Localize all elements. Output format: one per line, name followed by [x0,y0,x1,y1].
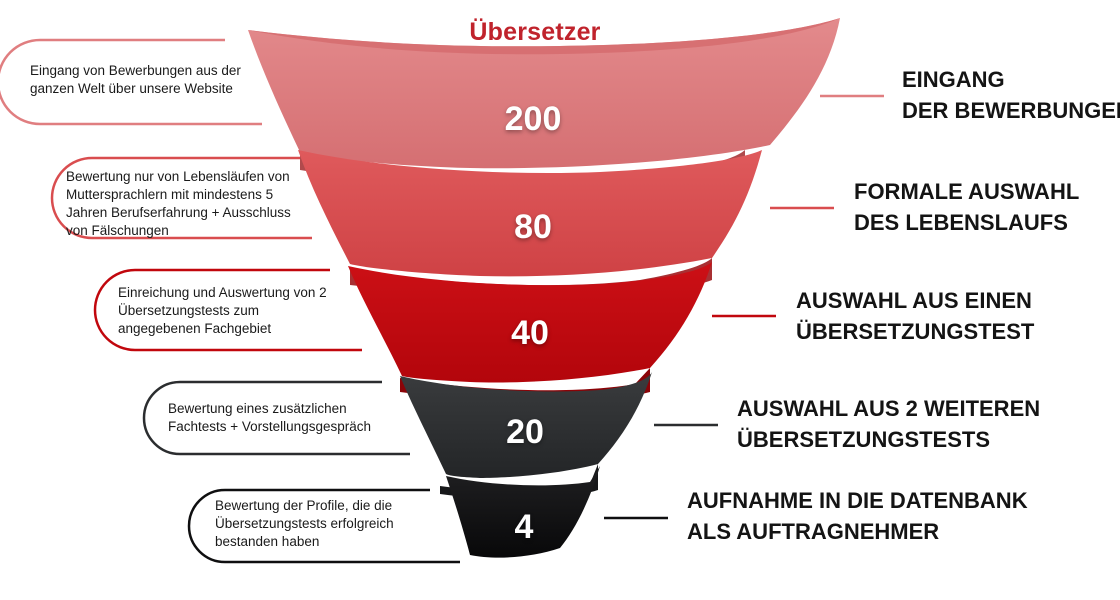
stage-2-count: 80 [514,208,552,246]
stage-5-title: AUFNAHME IN DIE DATENBANK ALS AUFTRAGNEH… [687,485,1028,547]
stage-4-count: 20 [506,413,544,451]
funnel-band-5 [446,466,600,558]
stage-3-title-line-1: AUSWAHL AUS EINEN [796,288,1032,313]
stage-5-title-line-2: ALS AUFTRAGNEHMER [687,519,940,544]
funnel-band-3 [348,262,712,383]
funnel-band-4 [400,372,652,478]
callout-frame-3 [93,268,362,352]
stage-1-title: EINGANG DER BEWERBUNGEN [902,64,1120,126]
stage-3-count: 40 [511,314,549,352]
stage-1-count: 200 [504,100,562,138]
stage-2-title: FORMALE AUSWAHL DES LEBENSLAUFS [854,176,1079,238]
stage-3-title: AUSWAHL AUS EINEN ÜBERSETZUNGSTEST [796,285,1034,347]
callout-frame-1 [0,38,262,126]
stage-1-title-line-1: EINGANG [902,67,1005,92]
stage-2-title-line-1: FORMALE AUSWAHL [854,179,1080,204]
stage-3-description: Einreichung und Auswertung von 2 Überset… [118,285,327,336]
stage-2-description: Bewertung nur von Lebensläufen von Mutte… [66,169,291,238]
stage-3-title-line-2: ÜBERSETZUNGSTEST [796,319,1035,344]
stage-4-description: Bewertung eines zusätzlichen Fachtests +… [168,401,371,434]
stage-5-description: Bewertung der Profile, die die Übersetzu… [215,498,394,549]
funnel-band-1 [248,18,840,169]
stage-1-description: Eingang von Bewerbungen aus der ganzen W… [30,63,241,96]
stage-4-title-line-1: AUSWAHL AUS 2 WEITEREN [737,396,1041,421]
funnel-band-1-rim [248,18,840,55]
stage-1-title-line-2: DER BEWERBUNGEN [902,98,1120,123]
callout-frame-4 [142,380,410,456]
stage-4-title: AUSWAHL AUS 2 WEITEREN ÜBERSETZUNGSTESTS [737,393,1040,455]
funnel-title: Übersetzer [469,18,601,46]
stage-4-title-line-2: ÜBERSETZUNGSTESTS [737,427,991,452]
stage-5-count: 4 [514,508,534,546]
funnel-band-2 [298,150,762,277]
callout-frame-5 [187,488,460,564]
stage-5-title-line-1: AUFNAHME IN DIE DATENBANK [687,488,1028,513]
stage-2-title-line-2: DES LEBENSLAUFS [854,210,1068,235]
callout-frame-2 [50,156,312,240]
